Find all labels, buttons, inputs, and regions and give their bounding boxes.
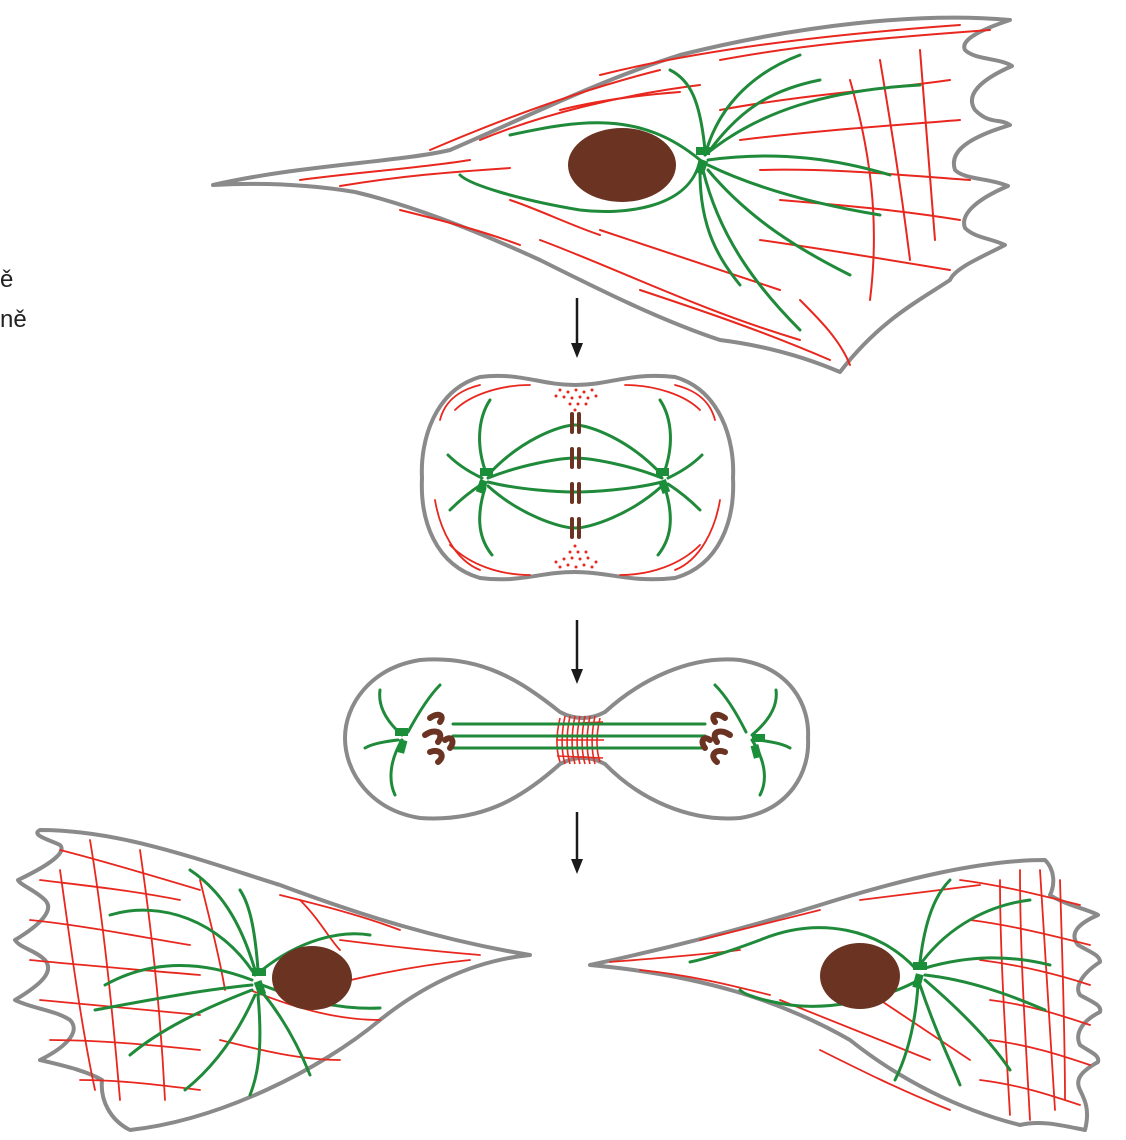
metaphase-cell — [422, 376, 733, 579]
metaphase-cell-membrane — [422, 376, 733, 579]
cytokinesis-cell — [345, 659, 808, 818]
daughter-left-nucleus — [272, 946, 352, 1010]
daughter-cell-left — [15, 830, 530, 1130]
daughter-right-nucleus — [820, 943, 900, 1009]
interphase-cell — [213, 18, 1012, 372]
arrow-3 — [571, 812, 583, 874]
daughter-cell-right — [590, 860, 1100, 1130]
arrow-1 — [571, 298, 583, 358]
interphase-nucleus — [568, 128, 676, 202]
arrow-2 — [571, 620, 583, 684]
